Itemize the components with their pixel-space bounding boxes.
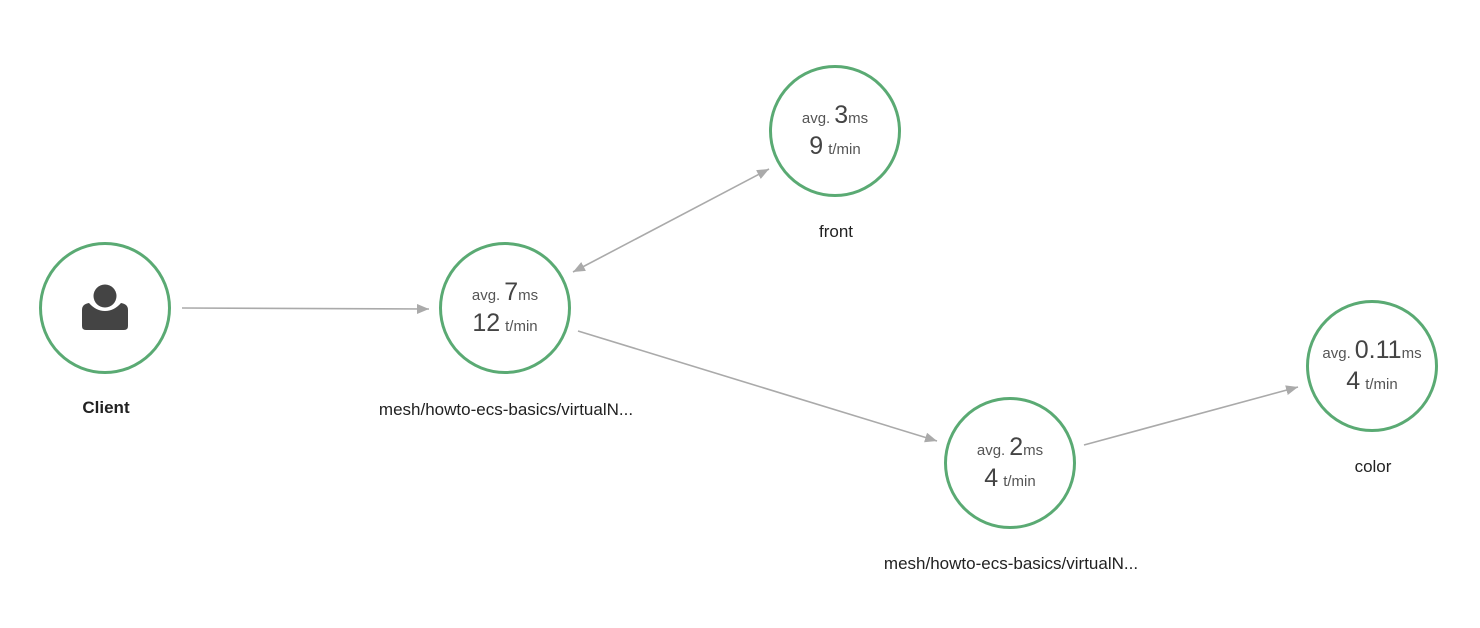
node-front-label[interactable]: front (818, 222, 854, 241)
avg-unit: ms (1023, 442, 1044, 460)
avg-value: 3 (834, 101, 849, 130)
edge-mesh-a-to-mesh-b[interactable] (577, 330, 938, 443)
avg-unit: ms (1401, 345, 1422, 363)
edge-mesh-b-to-color[interactable] (1083, 385, 1299, 446)
avg-value: 2 (1009, 433, 1024, 462)
edge-client-to-mesh-a[interactable] (181, 303, 430, 314)
user-icon (82, 284, 128, 330)
avg-prefix: avg. (976, 442, 1006, 460)
node-client-label[interactable]: Client (82, 398, 130, 417)
avg-unit: ms (518, 287, 539, 305)
node-mesh-a-label[interactable]: mesh/howto-ecs-basics/virtualN... (378, 400, 634, 419)
avg-value: 7 (504, 278, 519, 307)
tpm-unit: t/min (1365, 376, 1398, 393)
avg-prefix: avg. (471, 287, 501, 305)
node-client[interactable] (39, 242, 171, 374)
tpm-unit: t/min (505, 318, 538, 335)
avg-prefix: avg. (801, 110, 831, 128)
node-mesh-b-label[interactable]: mesh/howto-ecs-basics/virtualN... (883, 554, 1139, 573)
tpm-value: 4 (1346, 367, 1361, 395)
node-color-label[interactable]: color (1354, 457, 1392, 476)
tpm-value: 4 (984, 464, 999, 492)
edge-mesh-a-to-front[interactable] (572, 168, 770, 273)
avg-unit: ms (848, 110, 869, 128)
tpm-value: 9 (809, 132, 824, 160)
tpm-unit: t/min (828, 141, 861, 158)
avg-value: 0.11 (1354, 336, 1402, 365)
tpm-unit: t/min (1003, 473, 1036, 490)
avg-prefix: avg. (1322, 345, 1351, 363)
tpm-value: 12 (472, 309, 501, 337)
